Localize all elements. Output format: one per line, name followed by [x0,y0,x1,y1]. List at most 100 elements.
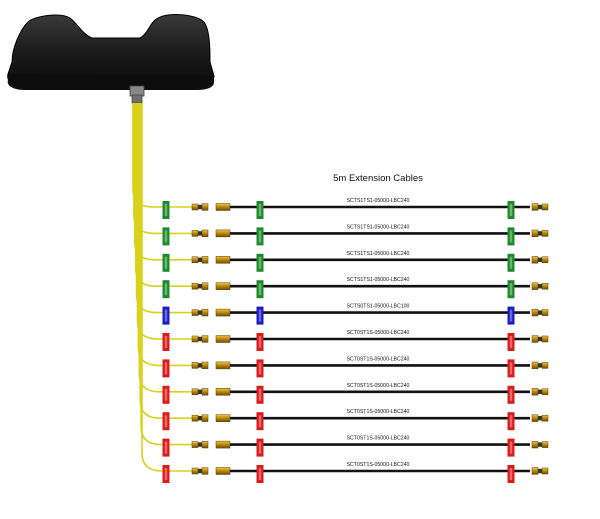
cable-marker-tag [256,280,264,299]
pigtail-lead [137,103,192,367]
rf-connector [531,467,549,475]
cable-part-number: SCT0ST1S-05000-LBC240 [347,409,410,415]
pigtail-lead [138,103,192,393]
rf-connector [531,229,549,238]
rf-connector [531,414,549,422]
rf-connector [531,308,549,317]
rf-connector [191,256,209,264]
rf-connector [191,388,209,396]
cable-marker-tag [256,465,264,483]
cable-marker-tag [256,412,264,431]
extension-cable-row: SCT0ST1S-05000-LBC240 [162,409,549,431]
cable-marker-tag [256,385,264,404]
coupling-block [215,467,231,475]
cable-marker-tag [507,201,515,219]
rf-connector [191,467,209,475]
cable-marker-tag [507,385,515,404]
cable-marker-tag [507,333,515,351]
cable-marker-tag [162,438,170,457]
cable-marker-tag [256,227,264,246]
coupling-block [215,256,231,264]
cable-marker-tag [507,359,515,378]
cable-marker-tag [162,359,170,378]
cable-marker-tag [162,412,170,431]
extension-cable-row: SCT0ST1S-05000-LBC240 [162,330,549,351]
cable-part-number: SCTS1TS1-05000-LBC240 [347,251,410,257]
cable-part-number: SCT0ST1S-05000-LBC240 [347,383,410,389]
cable-marker-tag [507,306,515,325]
extension-cable-row: SCT0ST1S-05000-LBC240 [162,436,549,457]
coupling-block [215,440,231,449]
extension-cable-row: SCT0ST1S-05000-LBC240 [162,383,549,404]
extension-cable-row: SCTS1TS1-05000-LBC240 [162,277,549,299]
antenna-base-edge [7,74,214,90]
rf-connector [191,203,209,211]
extension-cable-row: SCTS1TS1-05000-LBC240 [162,198,549,219]
pigtail-lead [139,103,192,419]
cable-marker-tag [256,253,264,272]
cable-marker-tag [162,465,170,483]
rf-connector [191,361,209,370]
cable-part-number: SCT0ST1S-05000-LBC240 [347,330,410,336]
cable-part-number: SCT0ST1S-05000-LBC240 [347,436,410,442]
cable-marker-tag [256,438,264,457]
cable-part-number: SCTS1TS1-05000-LBC240 [347,277,410,283]
cable-part-number: SCTS1TS1-05000-LBC240 [347,198,410,204]
cable-marker-tag [507,465,515,483]
pigtail-bundle [132,103,192,472]
pigtail-lead [136,103,192,340]
extension-cable-list: SCTS1TS1-05000-LBC240SCTS1TS1-05000-LBC2… [162,198,549,483]
cable-marker-tag [256,201,264,219]
cable-gland-nut [131,94,143,104]
cable-marker-tag [256,333,264,351]
coupling-block [215,229,231,238]
rf-connector [191,282,209,290]
coupling-block [215,388,231,396]
rf-connector [191,308,209,317]
coupling-block [215,308,231,317]
rf-connector [191,335,209,343]
pigtail-lead [140,103,192,446]
coupling-block [215,414,231,422]
cable-marker-tag [507,412,515,431]
cable-marker-tag [256,359,264,378]
rf-connector [191,229,209,238]
cable-marker-tag [162,227,170,246]
cable-marker-tag [162,201,170,219]
cable-part-number: SCT0ST1S-05000-LBC240 [347,356,410,362]
cable-part-number: SCT0ST1S-05000-LBC240 [347,462,410,468]
extension-cable-row: SCT0ST1S-05000-LBC240 [162,462,549,483]
cable-gland [129,85,145,97]
extension-cable-row: SCT0ST1S-05000-LBC240 [162,356,549,378]
rf-connector [531,440,549,449]
coupling-block [215,282,231,290]
antenna-housing [7,14,215,104]
cable-part-number: SCTS1TS1-05000-LBC240 [347,224,410,230]
pigtail-lead [141,103,192,472]
cable-marker-tag [162,306,170,325]
cable-marker-tag [162,253,170,272]
cable-marker-tag [507,280,515,299]
rf-connector [531,282,549,290]
coupling-block [215,335,231,343]
rf-connector [531,335,549,343]
extension-cable-row: SCTS1TS1-05000-LBC240 [162,224,549,246]
cable-marker-tag [507,438,515,457]
cable-part-number: SCTS0TS1-05000-LBC100 [347,304,410,310]
rf-connector [531,256,549,264]
extension-cable-row: SCTS0TS1-05000-LBC100 [162,304,549,325]
rf-connector [531,361,549,370]
rf-connector [191,440,209,449]
cable-marker-tag [256,306,264,325]
cable-marker-tag [507,253,515,272]
coupling-block [215,203,231,211]
extension-cable-row: SCTS1TS1-05000-LBC240 [162,251,549,272]
rf-connector [531,203,549,211]
rf-connector [191,414,209,422]
cable-marker-tag [507,227,515,246]
cable-marker-tag [162,280,170,299]
coupling-block [215,361,231,370]
diagram-title: 5m Extension Cables [333,173,423,184]
rf-connector [531,388,549,396]
